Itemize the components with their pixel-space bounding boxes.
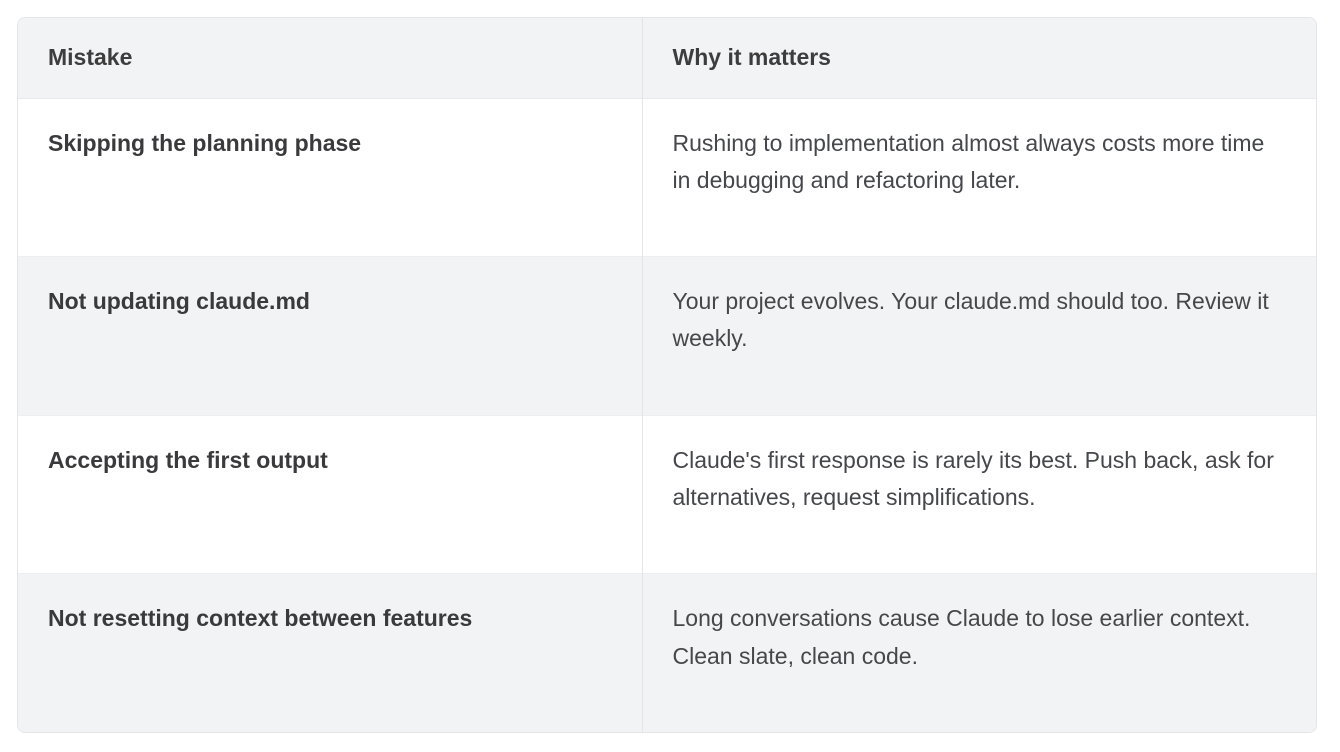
table-header-row: Mistake Why it matters [18,18,1316,98]
table-row: Not updating claude.md Your project evol… [18,256,1316,416]
cell-why-it-matters: Claude's first response is rarely its be… [641,414,1316,574]
cell-why-it-matters: Long conversations cause Claude to lose … [641,573,1316,732]
cell-mistake: Not updating claude.md [18,256,642,416]
mistakes-table-container: Mistake Why it matters Skipping the plan… [17,17,1317,733]
table-row: Skipping the planning phase Rushing to i… [18,97,1316,257]
cell-mistake: Accepting the first output [18,414,642,574]
column-header-why-it-matters: Why it matters [641,18,1316,98]
column-header-mistake: Mistake [18,18,642,98]
cell-mistake: Not resetting context between features [18,573,642,732]
table-row: Not resetting context between features L… [18,573,1316,732]
cell-why-it-matters: Rushing to implementation almost always … [641,97,1316,257]
cell-why-it-matters: Your project evolves. Your claude.md sho… [641,256,1316,416]
table-header: Mistake Why it matters [18,18,1316,98]
table-row: Accepting the first output Claude's firs… [18,414,1316,574]
mistakes-table: Mistake Why it matters Skipping the plan… [18,18,1316,732]
cell-mistake: Skipping the planning phase [18,97,642,257]
table-body: Skipping the planning phase Rushing to i… [18,97,1316,732]
